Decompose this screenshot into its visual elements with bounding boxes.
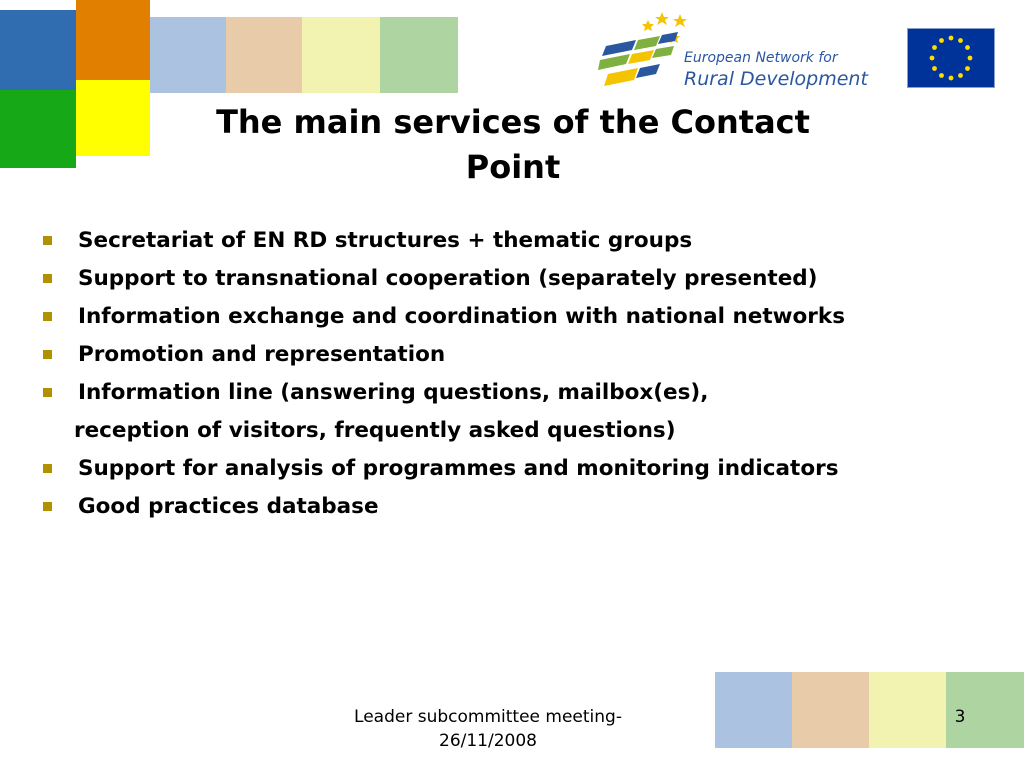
page-number: 3 [954,707,966,727]
list-item: Information exchange and coordination wi… [40,302,940,332]
list-item-text: Secretariat of EN RD structures + themat… [78,228,693,253]
title-line1: The main services of the Contact [216,103,810,141]
square-bullet-icon [43,350,52,359]
deco-square-orange [76,0,150,80]
list-item: Secretariat of EN RD structures + themat… [40,226,940,256]
list-item-text: Support for analysis of programmes and m… [78,456,839,481]
square-bullet-icon [43,464,52,473]
footer-square-light-green [946,672,1024,748]
list-item-text: Support to transnational cooperation (se… [78,266,818,291]
logo-text-line1: European Network for [684,50,838,66]
deco-square-green [0,90,76,168]
enrd-logo-mark-icon [598,12,687,86]
square-bullet-icon [43,236,52,245]
deco-square-blue [0,10,76,90]
list-item: Promotion and representation [40,340,940,370]
list-item-continuation: reception of visitors, frequently asked … [74,418,676,443]
list-item-text: Information line (answering questions, m… [78,380,709,405]
list-item: Good practices database [40,492,940,522]
title-line2: Point [465,148,561,186]
square-bullet-icon [43,502,52,511]
footer-meeting-info: Leader subcommittee meeting- 26/11/2008 [300,705,676,753]
list-item: Support to transnational cooperation (se… [40,264,940,294]
deco-square-light-green [380,17,458,93]
page-title: The main services of the Contact Point [150,100,876,190]
deco-square-yellow [76,80,150,156]
square-bullet-icon [43,312,52,321]
square-bullet-icon [43,388,52,397]
deco-square-light-yellow [302,17,380,93]
services-list: Secretariat of EN RD structures + themat… [40,226,940,530]
footer-square-light-blue [715,672,792,748]
list-item-text: Good practices database [78,494,379,519]
list-item-text: Information exchange and coordination wi… [78,304,845,329]
list-item-text: Promotion and representation [78,342,446,367]
enrd-logo: European Network for Rural Development [598,8,878,96]
list-item: Information line (answering questions, m… [40,378,940,408]
logo-text-line2: Rural Development [684,68,868,90]
footer-line1: Leader subcommittee meeting- [354,707,622,727]
footer-square-beige [792,672,869,748]
deco-square-beige [226,17,302,93]
footer-square-light-yellow [869,672,946,748]
footer-line2: 26/11/2008 [439,731,537,751]
list-item: Support for analysis of programmes and m… [40,454,940,484]
square-bullet-icon [43,274,52,283]
deco-square-light-blue [150,17,226,93]
eu-flag-icon [907,28,995,88]
